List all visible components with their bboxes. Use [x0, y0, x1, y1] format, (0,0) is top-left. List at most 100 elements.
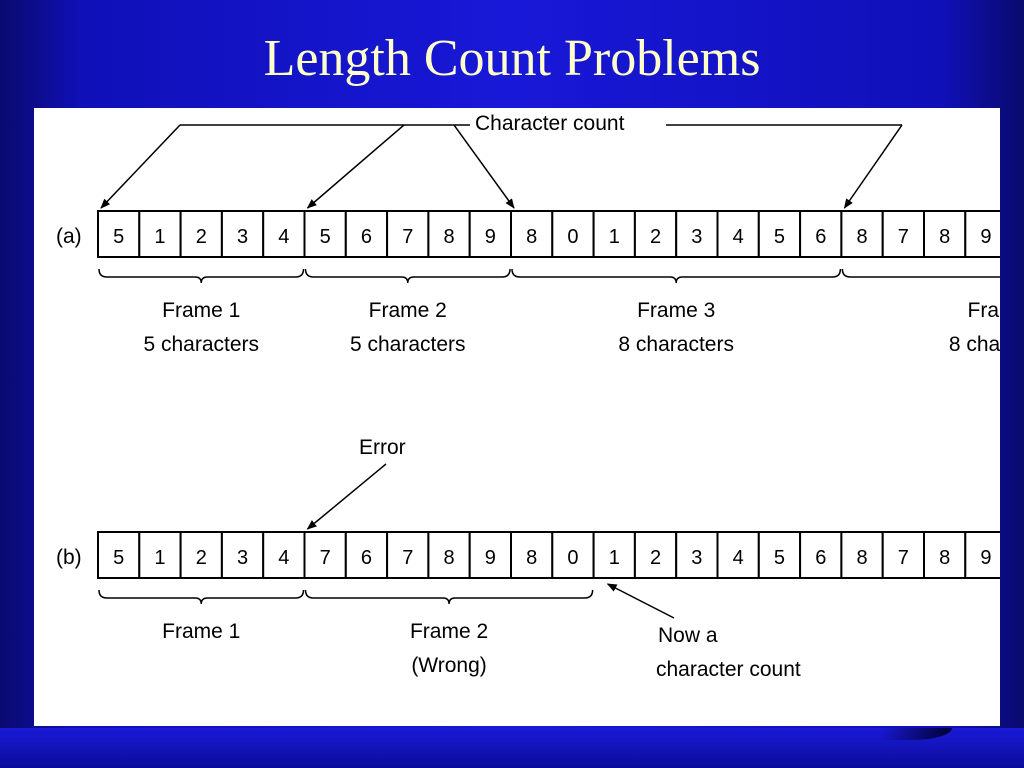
row-a-frame-brace — [304, 268, 511, 284]
now-count-arrow — [606, 583, 675, 619]
row-a-frame-brace — [511, 268, 842, 284]
now-count-label: Now a — [658, 624, 718, 647]
row-b-cell — [427, 531, 471, 579]
row-a-cells: 51234567898012345687898765 — [97, 210, 1000, 258]
row-b-cell — [716, 531, 760, 579]
row-a-frame-title: Frame 3 — [637, 299, 715, 322]
row-a-cell-value: 2 — [650, 226, 661, 248]
row-b-cell-value: 5 — [774, 547, 785, 569]
row-a-cell — [138, 210, 182, 258]
row-a-frame-subtitle: 5 characters — [350, 333, 466, 356]
row-a-cell-value: 8 — [939, 226, 950, 248]
row-b-cell-value: 1 — [609, 547, 620, 569]
row-a-cell — [179, 210, 223, 258]
row-b-cell — [923, 531, 967, 579]
row-a-frame-brace — [98, 268, 305, 284]
row-a-cell — [344, 210, 389, 258]
row-a-cell-value: 3 — [691, 226, 702, 248]
row-a-frame-title: Frame 1 — [162, 299, 240, 322]
row-b-cell-value: 8 — [856, 547, 867, 569]
row-b-cell-value: 8 — [443, 547, 454, 569]
row-a-cell-value: 1 — [154, 226, 165, 248]
row-a-cell — [799, 210, 843, 258]
row-a-cell-value: 8 — [526, 226, 537, 248]
row-a-cell — [881, 210, 926, 258]
row-a-cell-value: 8 — [443, 226, 454, 248]
row-a-cell — [757, 210, 802, 258]
row-b-cell-value: 4 — [278, 547, 289, 569]
row-a-cell-value: 2 — [196, 226, 207, 248]
diagram-canvas: Character count (a) 5 1 2 3 4 5 6 7 8 9 8 0 1 2 3 4 5 6 8 7… — [56, 112, 1000, 681]
row-a-frame-subtitle: 8 characters — [949, 333, 1000, 356]
error-arrow — [306, 463, 387, 530]
row-a-cell-value: 7 — [402, 226, 413, 248]
count-arrow — [843, 124, 903, 209]
row-b-cell-value: 3 — [691, 547, 702, 569]
row-a-cell-value: 9 — [980, 226, 991, 248]
row-b-cell-value: 9 — [485, 547, 496, 569]
row-a-cell — [964, 210, 1000, 258]
row-b-cell-value: 7 — [320, 547, 331, 569]
row-a-cell — [675, 210, 719, 258]
row-b-cell-value: 5 — [113, 547, 124, 569]
now-count-label-2: character count — [656, 658, 801, 681]
row-b-cell-value: 6 — [361, 547, 372, 569]
row-a-cell-value: 4 — [278, 226, 289, 248]
row-b-cell — [220, 531, 265, 579]
row-b-cell — [675, 531, 719, 579]
row-a-frame-title: Frame 2 — [369, 299, 447, 322]
character-count-label-backdrop — [471, 112, 629, 135]
row-b-cell-value: 7 — [898, 547, 909, 569]
row-a-cell — [386, 210, 430, 258]
count-arrow — [100, 124, 181, 209]
row-a-cell — [551, 210, 595, 258]
row-a-frame-subtitle: 5 characters — [143, 333, 259, 356]
row-b-cell — [303, 531, 347, 579]
row-a-cell-value: 0 — [567, 226, 578, 248]
row-a-cell-value: 8 — [856, 226, 867, 248]
row-a-cell — [840, 210, 884, 258]
row-b-cell-value: 9 — [980, 547, 991, 569]
row-b-cell-value: 2 — [650, 547, 661, 569]
row-b-cell — [799, 531, 843, 579]
row-a-cell — [468, 210, 513, 258]
row-b-cell-value: 7 — [402, 547, 413, 569]
row-a-cell — [923, 210, 967, 258]
row-a-cell-value: 1 — [609, 226, 620, 248]
row-b-cell-value: 1 — [154, 547, 165, 569]
character-count-arrows — [100, 124, 903, 209]
row-a-frame-title: Frame 4 — [968, 299, 1000, 322]
row-a-cell-value: 3 — [237, 226, 248, 248]
row-b-frame-brace — [304, 589, 594, 605]
row-a-cell-value: 5 — [774, 226, 785, 248]
row-a-frame-brace — [841, 268, 1000, 278]
row-b-cell — [551, 531, 595, 579]
row-b-cells: 51234767898012345687898765 — [97, 531, 1000, 579]
slide-title: Length Count Problems — [263, 30, 761, 87]
row-a-cell-value: 9 — [485, 226, 496, 248]
row-a-frame-subtitle: 8 characters — [618, 333, 734, 356]
row-b-cell-value: 3 — [237, 547, 248, 569]
row-a-tag: (a) — [56, 225, 82, 248]
row-a-cell — [427, 210, 471, 258]
row-a-cell-value: 6 — [815, 226, 826, 248]
row-b-frame-title: Frame 2 — [410, 620, 488, 643]
row-b-tag: (b) — [56, 546, 82, 569]
row-b-cell-value: 6 — [815, 547, 826, 569]
row-b-cell-value: 0 — [567, 547, 578, 569]
character-count-label: Character count — [475, 112, 625, 135]
row-b-cell-value: 8 — [939, 547, 950, 569]
row-b-cell — [757, 531, 802, 579]
row-a-cell-value: 4 — [733, 226, 744, 248]
row-a-cell-value: 5 — [113, 226, 124, 248]
row-a-cell-value: 6 — [361, 226, 372, 248]
count-arrow — [306, 124, 405, 209]
count-arrow — [453, 124, 515, 209]
row-b-cell — [510, 531, 554, 579]
row-a-cell-value: 5 — [320, 226, 331, 248]
row-a-frames: Frame 1 5 characters Frame 2 5 characters Fr… — [98, 268, 1000, 356]
row-b-cell-value: 2 — [196, 547, 207, 569]
footer-swoosh-decoration — [880, 728, 952, 740]
